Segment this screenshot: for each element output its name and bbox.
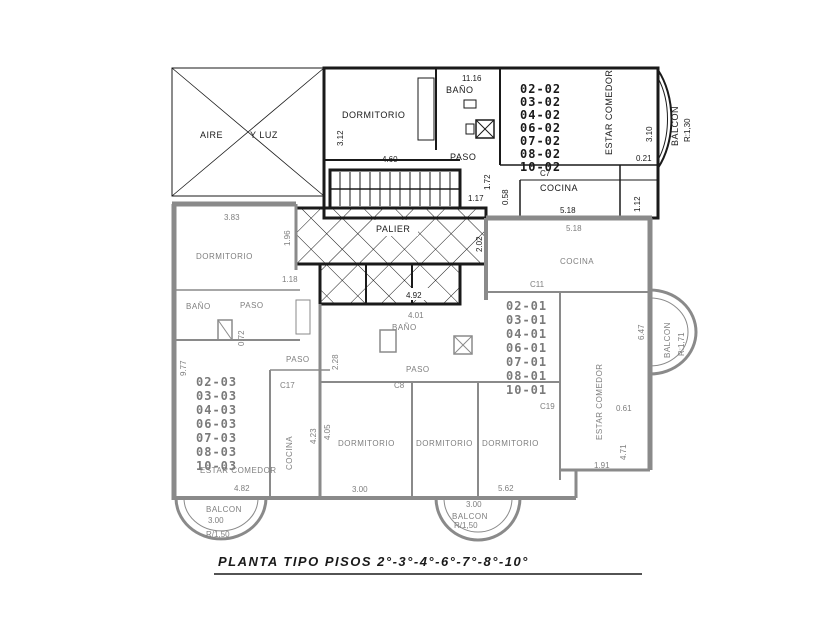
unit-number: 03-03 — [196, 389, 237, 403]
unit-number: 02-01 — [506, 299, 547, 313]
dim-label: 4.60 — [382, 155, 398, 164]
dim-label: C7 — [540, 169, 551, 178]
unit-number: 03-01 — [506, 313, 547, 327]
light-well-label-1: AIRE — [200, 130, 223, 140]
west-dormitorio-label: DORMITORIO — [196, 252, 253, 261]
stair-core: PALIER 4.92 2.02 — [294, 168, 488, 306]
dim-label: 5.18 — [560, 206, 576, 215]
unit-number: 08-01 — [506, 369, 547, 383]
north-dormitorio-label: DORMITORIO — [342, 110, 405, 120]
unit-number: 06-02 — [520, 121, 561, 135]
dim-label: 1.72 — [483, 174, 492, 190]
dim-label: C11 — [530, 280, 545, 289]
west-cocina-label: COCINA — [285, 436, 294, 470]
unit-number: 06-01 — [506, 341, 547, 355]
dim-label: 3.10 — [645, 126, 654, 142]
west-balcon-label: BALCON — [206, 505, 242, 514]
unit-number: 07-01 — [506, 355, 547, 369]
unit-number: 10-03 — [196, 459, 237, 473]
dim-label: 0.21 — [636, 154, 652, 163]
unit-number: 08-03 — [196, 445, 237, 459]
dim-label: 5.62 — [498, 484, 514, 493]
dim-label: 4.92 — [406, 291, 422, 300]
north-balcon-label: BALCON — [670, 106, 680, 146]
unit-number: 08-02 — [520, 147, 561, 161]
north-estar-label: ESTAR COMEDOR — [604, 70, 614, 155]
dim-label: C19 — [540, 402, 555, 411]
dim-label: 3.00 — [466, 500, 482, 509]
dim-label: 0.72 — [237, 330, 246, 346]
unit-east: COCINA ESTAR COMEDOR BALCON R:1,71 02-01… — [484, 215, 698, 480]
north-paso-label: PASO — [450, 152, 476, 162]
plan-title: PLANTA TIPO PISOS 2°-3°-4°-6°-7°-8°-10° — [218, 554, 529, 569]
west-bano-label: BAÑO — [186, 302, 211, 311]
east-cocina-label: COCINA — [560, 257, 594, 266]
dim-label: 4.71 — [619, 444, 628, 460]
dim-label: 6.47 — [637, 324, 646, 340]
center-paso-label: PASO — [406, 365, 430, 374]
dim-label: 4.05 — [323, 424, 332, 440]
dim-label: 1.12 — [633, 196, 642, 212]
dim-label: 9.77 — [179, 360, 188, 376]
dim-label: 3.00 — [352, 485, 368, 494]
west-paso-label: PASO — [240, 301, 264, 310]
dim-label: 3.12 — [336, 130, 345, 146]
unit-number: 03-02 — [520, 95, 561, 109]
dim-label: C17 — [280, 381, 295, 390]
dim-label: 3.83 — [224, 213, 240, 222]
unit-number: 04-01 — [506, 327, 547, 341]
west-unit-numbers: 02-03 03-03 04-03 06-03 07-03 08-03 10-0… — [196, 375, 237, 473]
center-bano-label: BAÑO — [392, 323, 417, 332]
dim-label: 2.28 — [331, 354, 340, 370]
unit-number: 07-03 — [196, 431, 237, 445]
dim-label: 1.91 — [594, 461, 610, 470]
stair-treads — [330, 172, 460, 206]
north-balcon-radius: R:1,30 — [683, 118, 692, 142]
dim-label: 0.58 — [501, 189, 510, 205]
unit-number: 06-03 — [196, 417, 237, 431]
dim-label: C8 — [394, 381, 405, 390]
west-paso2-label: PASO — [286, 355, 310, 364]
unit-number: 04-02 — [520, 108, 561, 122]
dim-label: 4.01 — [408, 311, 424, 320]
dim-label: 2.02 — [475, 236, 484, 252]
plan-title-block: PLANTA TIPO PISOS 2°-3°-4°-6°-7°-8°-10° — [214, 554, 642, 575]
dim-label: 1.96 — [283, 230, 292, 246]
palier-label: PALIER — [376, 224, 410, 234]
west-balcon-radius: R/1,50 — [206, 530, 230, 539]
unit-number: 10-02 — [520, 160, 561, 174]
unit-number: 02-02 — [520, 82, 561, 96]
light-well-label-2: Y LUZ — [250, 130, 278, 140]
north-bano-label: BAÑO — [446, 85, 474, 95]
dim-label: 4.82 — [234, 484, 250, 493]
dim-label: 11.16 — [462, 74, 482, 83]
dim-label: 3.00 — [208, 516, 224, 525]
center-dormitorio-2: DORMITORIO — [416, 439, 473, 448]
unit-number: 10-01 — [506, 383, 547, 397]
north-cocina-label: COCINA — [540, 183, 578, 193]
light-well: AIRE Y LUZ — [171, 67, 325, 197]
unit-number: 02-03 — [196, 375, 237, 389]
center-dormitorio-3: DORMITORIO — [482, 439, 539, 448]
unit-north: DORMITORIO BAÑO PASO COCINA ESTAR COMEDO… — [322, 66, 692, 220]
dim-label: 1.17 — [468, 194, 484, 203]
center-balcon-radius: R/1,50 — [454, 521, 478, 530]
center-bedrooms: BAÑO PASO DORMITORIO DORMITORIO DORMITOR… — [318, 304, 578, 542]
unit-number: 04-03 — [196, 403, 237, 417]
east-unit-numbers: 02-01 03-01 04-01 06-01 07-01 08-01 10-0… — [506, 299, 547, 397]
east-balcon-label: BALCON — [663, 322, 672, 358]
dim-label: 1.18 — [282, 275, 298, 284]
dim-label: 0.61 — [616, 404, 632, 413]
east-estar-label: ESTAR COMEDOR — [595, 363, 604, 440]
north-unit-numbers: 02-02 03-02 04-02 06-02 07-02 08-02 10-0… — [520, 82, 561, 174]
center-balcon-label: BALCON — [452, 512, 488, 521]
unit-west: DORMITORIO BAÑO PASO PASO COCINA ESTAR C… — [171, 201, 330, 541]
unit-number: 07-02 — [520, 134, 561, 148]
east-balcon-radius: R:1,71 — [677, 332, 686, 356]
center-dormitorio-1: DORMITORIO — [338, 439, 395, 448]
dim-label: 5.18 — [566, 224, 582, 233]
west-estar-label: ESTAR COMEDOR — [200, 466, 277, 475]
dim-label: 4.23 — [309, 428, 318, 444]
